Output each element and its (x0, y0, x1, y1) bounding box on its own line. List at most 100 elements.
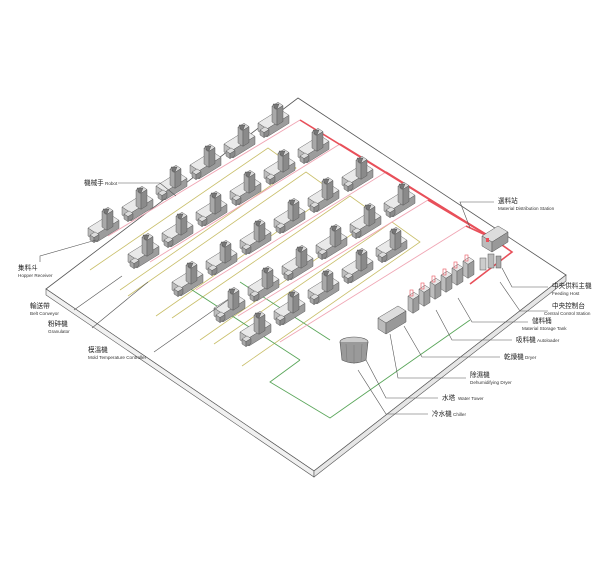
label-central-control-station-en: Central Control Station (544, 311, 591, 316)
cooling-line-1 (269, 319, 471, 419)
label-dryer-en: Dryer (525, 355, 537, 360)
label-material-distribution-station-cn: 選料站 (498, 196, 518, 205)
injection-machine-8 (161, 212, 194, 249)
label-robot-cn: 機械手 (84, 178, 104, 187)
label-central-control-station-cn: 中央控制台 (552, 301, 585, 310)
injection-machine-2 (121, 186, 154, 223)
injection-machine-9 (195, 191, 228, 228)
label-belt-conveyor-cn: 輸送帶 (30, 301, 50, 310)
leader-dehumidifying-dryer (389, 333, 466, 379)
branch-line-1 (107, 119, 301, 237)
labels-left: 機械手 Robot 集料斗 Hopper Receiver 輸送帶 Belt C… (18, 178, 147, 360)
dehumidifying-dryer-unit (377, 305, 407, 335)
storage-tank-5 (451, 261, 464, 286)
injection-machine-28 (341, 248, 374, 285)
material-distribution-station-unit (481, 225, 509, 253)
storage-tank-4 (440, 268, 453, 293)
injection-machine-19 (213, 287, 246, 324)
leader-dryer (403, 325, 500, 358)
leader-material-storage-tank (457, 297, 528, 323)
label-hopper-receiver-en: Hopper Receiver (18, 273, 53, 278)
label-hopper-receiver-cn: 集料斗 (18, 263, 38, 272)
label-belt-conveyor-en: Belt Conveyor (30, 311, 59, 316)
label-mold-temperature-controller-cn: 模溫機 (88, 345, 108, 354)
leader-lines (39, 182, 548, 415)
leader-water-tower (365, 359, 438, 399)
material-branch-lines (107, 119, 467, 343)
injection-machine-27 (307, 269, 340, 306)
injection-machine-6 (257, 102, 290, 139)
injection-machine-12 (297, 128, 330, 165)
leader-chiller (357, 369, 428, 415)
injection-machine-5 (223, 123, 256, 160)
central-equipment (339, 225, 509, 364)
leader-central-control-station (499, 281, 548, 312)
injection-machine-22 (315, 224, 348, 261)
injection-machine-11 (263, 149, 296, 186)
label-mold-temperature-controller-en: Mold Temperature Controller (88, 355, 147, 360)
injection-machine-26 (273, 290, 306, 327)
water-tower-unit (339, 336, 369, 364)
label-feeding-host-en: Feeding Host (552, 291, 580, 296)
label-dehumidifying-dryer-en: Dehumidifying Dryer (470, 380, 512, 385)
injection-machine-1 (87, 207, 120, 244)
label-chiller-en: Chiller (453, 412, 466, 417)
injection-machine-25 (239, 311, 272, 348)
label-material-storage-tank-cn: 儲料桶 (532, 316, 552, 325)
label-granulator-en: Granulator (48, 329, 70, 334)
label-chiller-cn: 冷水機 (432, 409, 452, 418)
label-feeding-host-cn: 中央供料主機 (552, 281, 592, 290)
branch-line-4 (237, 199, 429, 317)
injection-machine-23 (349, 203, 382, 240)
label-autoloader-en: Autoloader (537, 338, 560, 343)
leader-material-distribution-station (459, 201, 494, 229)
injection-machine-4 (189, 144, 222, 181)
injection-machine-16 (273, 198, 306, 235)
feeding-host-unit (479, 253, 502, 271)
injection-machine-24 (383, 182, 416, 219)
injection-machine-29 (375, 227, 408, 264)
injection-machine-14 (205, 240, 238, 277)
injection-machine-15 (239, 219, 272, 256)
leader-robot (118, 182, 177, 197)
injection-machine-21 (281, 245, 314, 282)
branch-line-5 (279, 225, 467, 343)
leader-autoloader (435, 309, 512, 341)
labels-right: 選料站 Material Distribution Station 中央供料主機… (432, 196, 592, 418)
storage-tank-6 (462, 254, 475, 279)
branch-line-3 (195, 171, 387, 291)
leader-feeding-host (501, 267, 548, 288)
storage-tank-3 (429, 275, 442, 300)
label-robot-en: Robot (105, 181, 118, 186)
material-storage-tanks (407, 254, 475, 314)
label-material-distribution-station-en: Material Distribution Station (498, 206, 555, 211)
injection-machine-20 (247, 266, 280, 303)
label-material-storage-tank-en: Material Storage Tank (522, 326, 567, 331)
leader-belt-conveyor (73, 275, 123, 311)
injection-machine-17 (307, 177, 340, 214)
leader-hopper-receiver (39, 239, 97, 262)
label-dehumidifying-dryer-cn: 除濕機 (470, 370, 490, 379)
machine-rows (87, 102, 416, 348)
leader-granulator (91, 281, 149, 329)
storage-tank-2 (418, 282, 431, 307)
main-line-4 (427, 199, 493, 239)
injection-machine-13 (171, 261, 204, 298)
water-line-4 (213, 221, 421, 367)
label-water-tower-cn: 水塔 (442, 393, 456, 402)
injection-machine-18 (341, 156, 374, 193)
label-autoloader-cn: 吸料機 (516, 335, 536, 344)
injection-machine-10 (229, 170, 262, 207)
injection-machine-7 (127, 233, 160, 270)
storage-tank-1 (407, 289, 420, 314)
label-granulator-cn: 粉碎機 (48, 319, 68, 328)
platform-side-right (313, 274, 567, 478)
injection-machine-3 (155, 165, 188, 202)
label-dryer-cn: 乾燥機 (504, 352, 524, 361)
cooling-line-2 (185, 285, 301, 361)
leader-mold-temperature-controller (153, 299, 229, 353)
label-water-tower-en: Water Tower (458, 396, 484, 401)
branch-line-2 (149, 143, 341, 263)
